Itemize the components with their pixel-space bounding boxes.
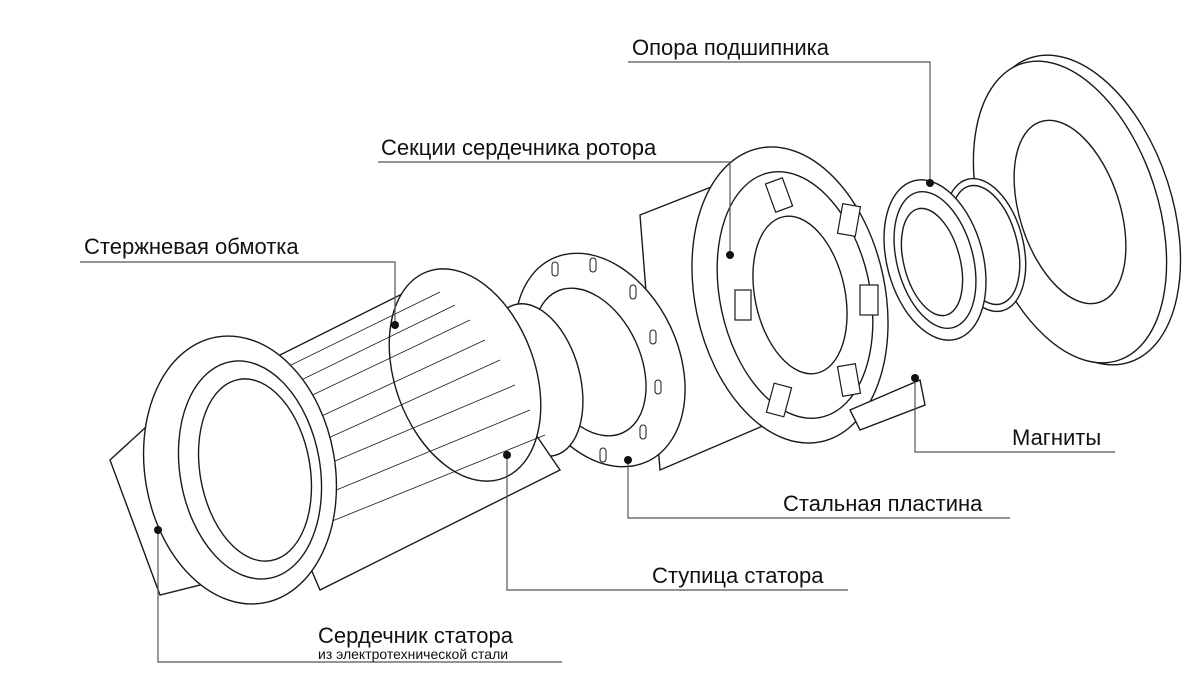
label-steel-plate: Стальная пластина [783, 491, 983, 516]
rotor [639, 146, 926, 472]
label-bar-winding: Стержневая обмотка [84, 234, 299, 259]
label-stator-core-sub: из электротехнической стали [318, 646, 509, 662]
leader-dots [154, 179, 934, 534]
label-rotor-core-sections: Секции сердечника ротора [381, 135, 657, 160]
label-magnets: Магниты [1012, 425, 1102, 450]
label-bearing-support: Опора подшипника [632, 35, 829, 60]
label-stator-hub: Ступица статора [652, 563, 824, 588]
bearing-support [883, 179, 987, 341]
label-stator-core: Сердечник статора [318, 623, 513, 648]
leader-lines [80, 61, 1115, 663]
